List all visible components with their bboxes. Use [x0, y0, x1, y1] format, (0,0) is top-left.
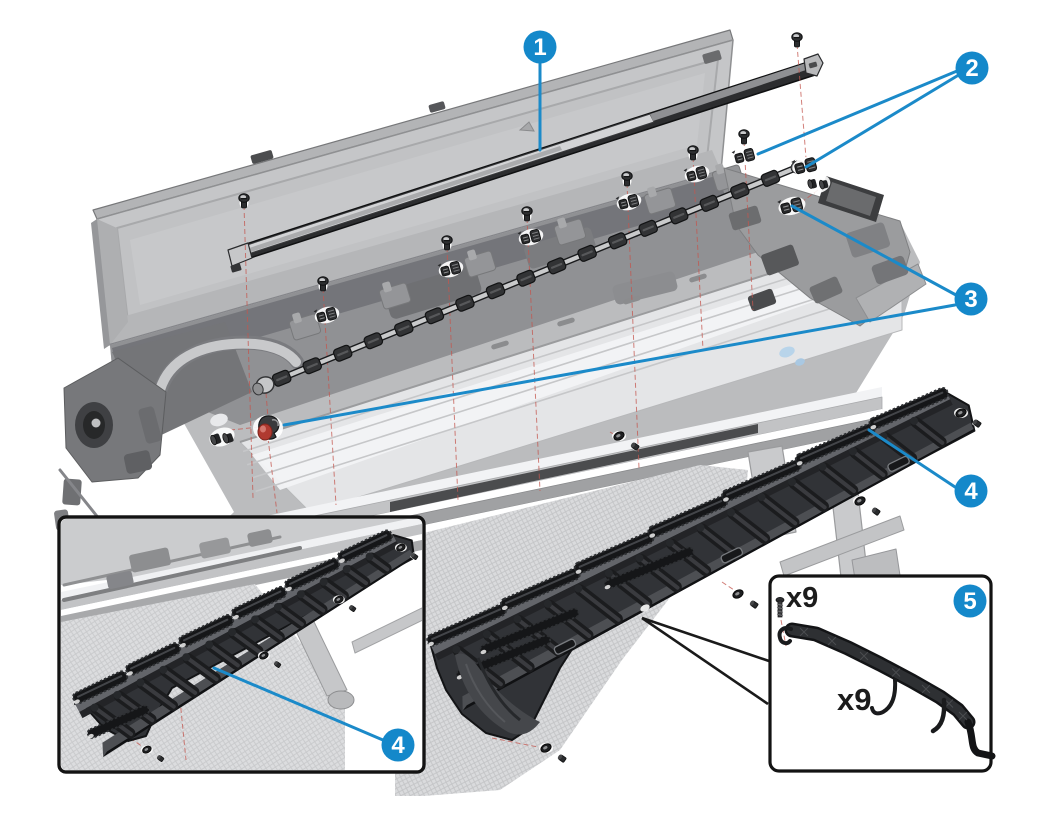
svg-text:4: 4: [964, 478, 978, 505]
svg-text:1: 1: [533, 34, 546, 61]
svg-text:x9: x9: [837, 682, 871, 717]
svg-text:2: 2: [965, 55, 978, 82]
svg-text:3: 3: [964, 286, 977, 313]
svg-text:4: 4: [391, 732, 405, 759]
svg-text:5: 5: [963, 588, 976, 615]
svg-text:x9: x9: [786, 582, 818, 614]
